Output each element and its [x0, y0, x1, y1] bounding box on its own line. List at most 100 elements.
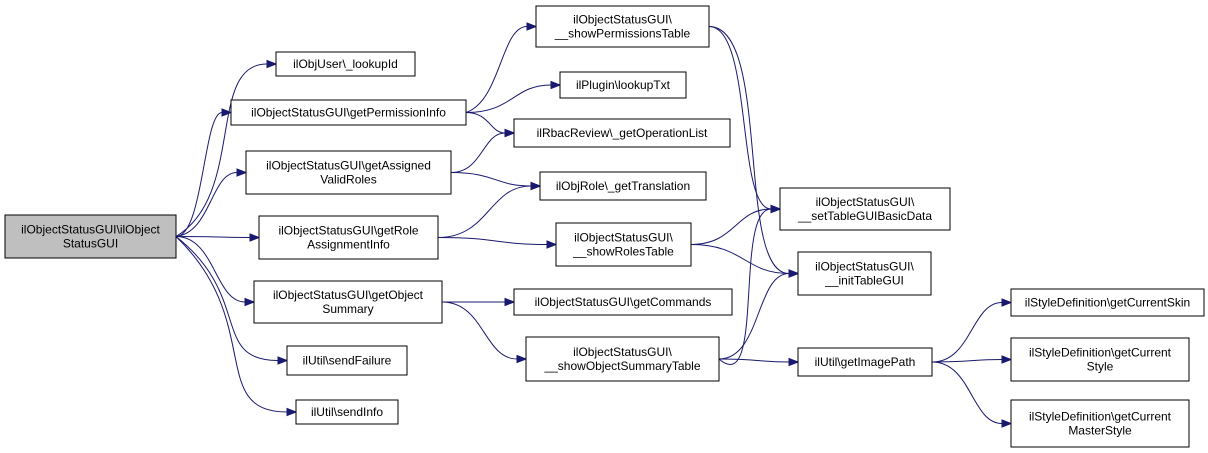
edge-line — [175, 112, 223, 237]
edge-line — [718, 273, 790, 360]
arrowhead-icon — [504, 128, 516, 138]
node-get-image-path[interactable]: ilUtil\getImagePath — [797, 347, 933, 377]
node-box — [779, 187, 951, 231]
edge-get-permission-info-to-lookup-txt — [465, 80, 562, 113]
node-get-current-skin[interactable]: ilStyleDefinition\getCurrentSkin — [1010, 288, 1205, 317]
node-label: ilObjectStatusGUI\getPermissionInfo — [251, 106, 446, 120]
edge-get-permission-info-to-show-permissions-table — [465, 22, 538, 113]
arrowhead-icon — [550, 80, 562, 90]
node-label: ilObjectStatusGUI\ilObject — [21, 223, 160, 237]
node-send-info[interactable]: ilUtil\sendInfo — [295, 399, 399, 425]
arrowhead-icon — [788, 269, 800, 278]
edge-get-assigned-valid-roles-to-get-translation — [450, 172, 542, 191]
node-show-permissions-table[interactable]: ilObjectStatusGUI\__showPermissionsTable — [535, 5, 710, 48]
edge-line — [690, 244, 790, 274]
arrowhead-icon — [788, 357, 800, 367]
node-box — [286, 345, 408, 376]
edge-line — [465, 26, 528, 113]
arrowhead-icon — [770, 204, 782, 214]
node-label: ilObjectStatusGUI\getRole — [278, 224, 418, 238]
node-label: ilObjectStatusGUI\ — [573, 13, 672, 27]
node-label: ilStyleDefinition\getCurrentSkin — [1025, 296, 1190, 310]
node-box — [275, 51, 416, 77]
node-label: MasterStyle — [1068, 424, 1132, 438]
arrowhead-icon — [1001, 355, 1013, 364]
node-box — [253, 280, 443, 324]
node-label: ilObjUser\_lookupId — [293, 57, 398, 71]
edges-layer — [175, 22, 1013, 428]
node-show-object-summary-table[interactable]: ilObjectStatusGUI\__showObjectSummaryTab… — [525, 336, 720, 382]
edge-line — [175, 236, 246, 303]
edge-line — [441, 301, 518, 360]
edge-root-to-lookup-id — [175, 59, 278, 237]
node-lookup-id[interactable]: ilObjUser\_lookupId — [275, 51, 416, 77]
node-set-table-guibasic-data[interactable]: ilObjectStatusGUI\__setTableGUIBasicData — [779, 187, 951, 231]
edge-line — [175, 236, 279, 361]
node-label: __showPermissionsTable — [554, 27, 691, 41]
node-send-failure[interactable]: ilUtil\sendFailure — [286, 345, 408, 376]
node-get-translation[interactable]: ilObjRole\_getTranslation — [539, 171, 707, 201]
node-show-roles-table[interactable]: ilObjectStatusGUI\__showRolesTable — [555, 222, 692, 267]
edge-get-object-summary-to-show-object-summary-table — [441, 301, 528, 364]
edge-get-image-path-to-get-current-skin — [931, 298, 1013, 363]
arrowhead-icon — [516, 354, 528, 364]
node-box — [525, 336, 720, 382]
arrowhead-icon — [526, 22, 538, 31]
arrowhead-icon — [277, 356, 289, 365]
arrowhead-icon — [1001, 298, 1013, 307]
edge-show-object-summary-table-to-get-image-path — [718, 357, 800, 367]
node-box — [245, 150, 452, 195]
node-get-operation-list[interactable]: ilRbacReview\_getOperationList — [513, 118, 731, 148]
node-get-permission-info[interactable]: ilObjectStatusGUI\getPermissionInfo — [230, 99, 467, 126]
edge-line — [175, 63, 268, 237]
node-get-commands[interactable]: ilObjectStatusGUI\getCommands — [513, 288, 733, 316]
edge-root-to-get-role-assignment-info — [175, 233, 261, 242]
node-box — [1010, 288, 1205, 317]
arrowhead-icon — [530, 181, 542, 191]
arrowhead-icon — [504, 297, 516, 307]
edge-line — [437, 237, 548, 245]
node-label: __showRolesTable — [572, 245, 674, 259]
node-box — [797, 347, 933, 377]
node-init-table-gui[interactable]: ilObjectStatusGUI\__initTableGUI — [797, 251, 932, 296]
node-label: ValidRoles — [320, 173, 376, 187]
edge-get-assigned-valid-roles-to-get-operation-list — [450, 128, 516, 173]
edge-line — [175, 236, 251, 238]
node-root[interactable]: ilObjectStatusGUI\ilObjectStatusGUI — [4, 214, 177, 259]
edge-show-object-summary-table-to-set-table-guibasic-data — [718, 204, 782, 365]
node-label: ilObjectStatusGUI\getAssigned — [266, 159, 431, 173]
node-label: ilStyleDefinition\getCurrent — [1029, 346, 1172, 360]
node-label: ilObjectStatusGUI\ — [573, 345, 672, 359]
node-label: ilUtil\sendFailure — [303, 354, 392, 368]
nodes-layer: ilObjectStatusGUI\ilObjectStatusGUIilObj… — [4, 5, 1205, 448]
edge-line — [690, 208, 772, 245]
node-box — [513, 118, 731, 148]
arrowhead-icon — [244, 297, 256, 307]
arrowhead-icon — [236, 168, 248, 177]
node-label: ilObjRole\_getTranslation — [556, 179, 690, 193]
edge-show-object-summary-table-to-init-table-gui — [718, 269, 800, 360]
node-label: __initTableGUI — [824, 274, 904, 288]
node-label: ilRbacReview\_getOperationList — [537, 126, 708, 140]
edge-line — [450, 132, 506, 173]
edge-line — [931, 359, 1003, 363]
node-label: Style — [1087, 360, 1114, 374]
node-label: ilObjectStatusGUI\ — [574, 231, 673, 245]
node-box — [513, 288, 733, 316]
edge-get-role-assignment-info-to-show-roles-table — [437, 237, 558, 249]
edge-line — [175, 236, 288, 413]
node-box — [555, 222, 692, 267]
node-lookup-txt[interactable]: ilPlugin\lookupTxt — [559, 71, 687, 99]
edge-line — [718, 208, 772, 365]
node-label: ilStyleDefinition\getCurrent — [1029, 410, 1172, 424]
arrowhead-icon — [249, 233, 261, 242]
edge-line — [708, 26, 790, 274]
node-label: ilObjectStatusGUI\getCommands — [535, 295, 712, 309]
edge-line — [931, 302, 1003, 363]
